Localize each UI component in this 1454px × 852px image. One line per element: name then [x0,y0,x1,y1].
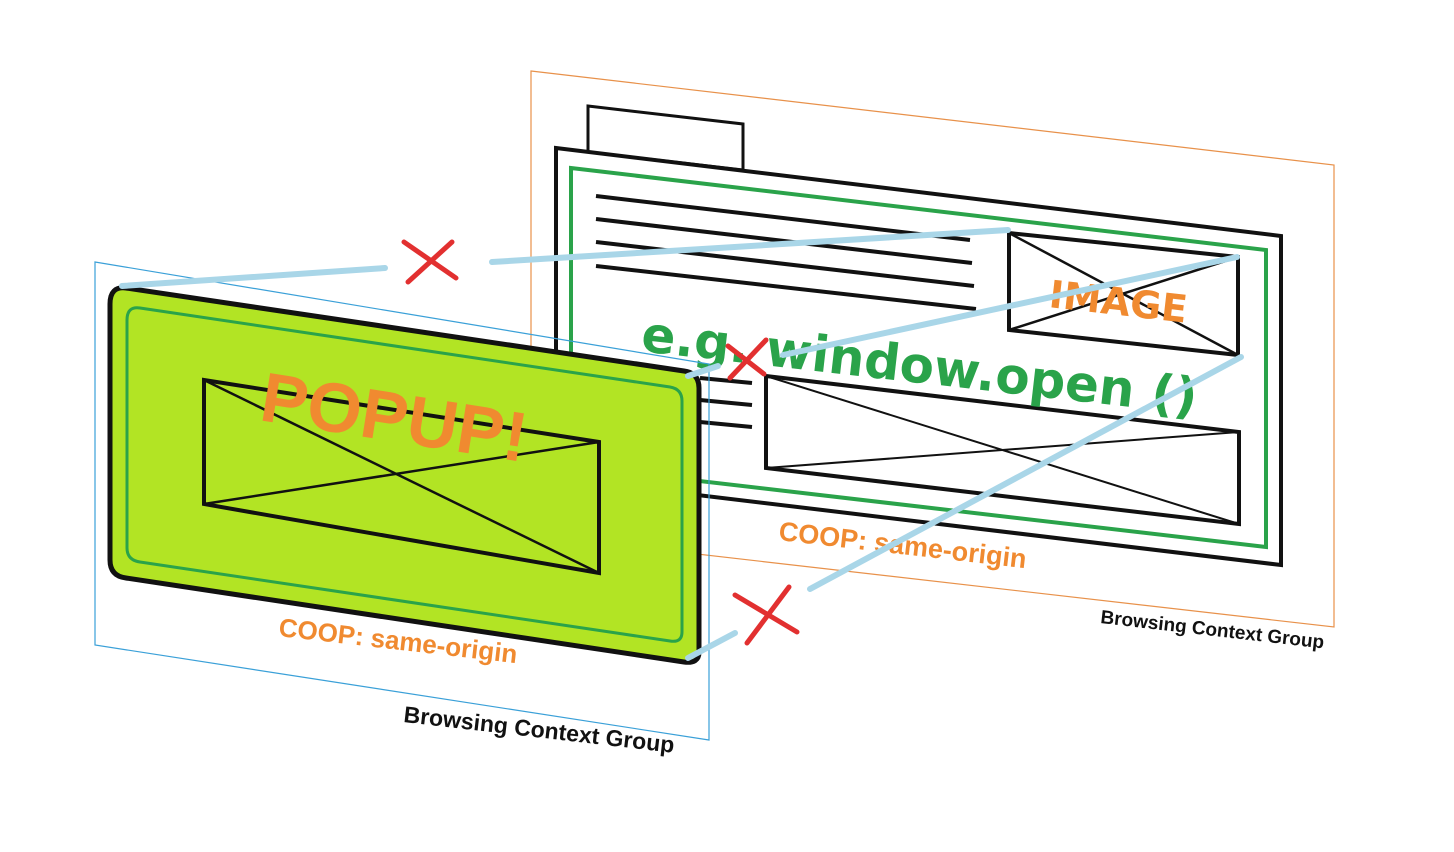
popup-group-boundary [94,261,710,741]
blocked-cross-icon [732,584,800,646]
blocked-link-mid-b [780,254,1240,358]
opener-group-label: Browsing Context Group [1099,607,1325,653]
large-image-placeholder [764,373,1241,527]
blocked-link-mid-a [685,363,721,379]
popup-window [107,285,702,665]
blocked-cross-icon [401,239,459,285]
blocked-link-top-b [489,227,1011,265]
blocked-link-bottom-a [685,630,738,661]
popup-inner-frame [125,306,684,643]
opener-browsing-context-group: IMAGE e.g. window.open () COOP: same-ori… [530,70,1335,653]
popup-image-placeholder [202,377,601,576]
blocked-links [119,227,1244,661]
image-placeholder-icon [1007,230,1240,358]
popup-group-label: Browsing Context Group [402,701,675,758]
blocked-link-bottom-b [807,354,1244,592]
blocked-cross-icon [725,337,769,381]
blocked-link-top-a [119,265,388,289]
